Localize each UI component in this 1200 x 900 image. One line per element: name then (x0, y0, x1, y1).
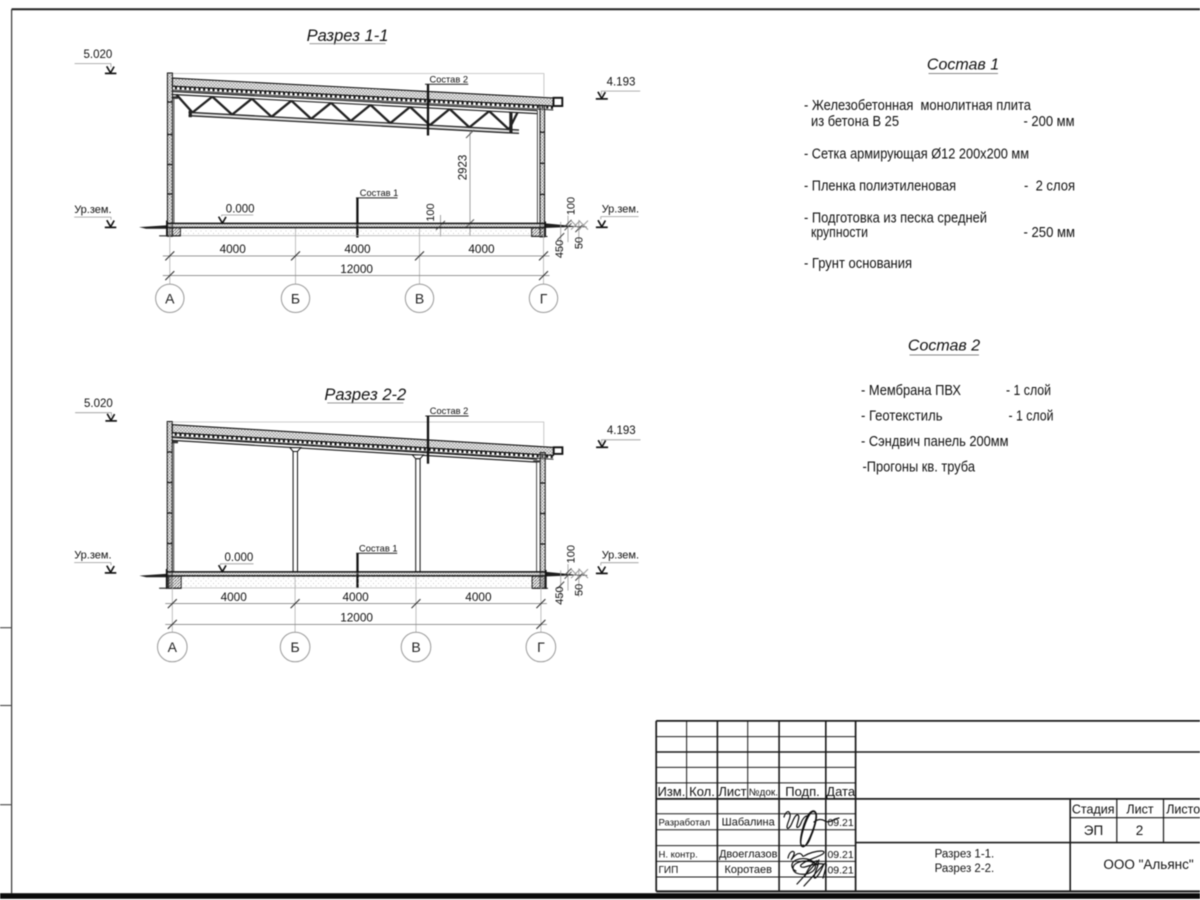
svg-text:Н. контр.: Н. контр. (659, 850, 698, 861)
svg-text:А: А (165, 290, 175, 306)
svg-text:Шабалина: Шабалина (722, 817, 776, 829)
svg-text:- 1 слой: - 1 слой (1009, 408, 1054, 425)
svg-text:2923: 2923 (458, 155, 470, 181)
svg-text:50: 50 (573, 237, 585, 249)
svg-text:5.020: 5.020 (84, 49, 113, 61)
svg-text:Коротаев: Коротаев (724, 864, 772, 876)
svg-text:Г: Г (540, 290, 548, 306)
svg-text:- 1 слой: - 1 слой (1006, 382, 1051, 399)
svg-text:4.193: 4.193 (607, 76, 636, 88)
svg-text:Б: Б (291, 290, 300, 306)
svg-text:4000: 4000 (344, 242, 371, 256)
svg-text:Г: Г (537, 639, 545, 655)
svg-text:12000: 12000 (340, 262, 373, 276)
svg-text:В: В (411, 639, 420, 655)
svg-text:- 200 мм: - 200 мм (1024, 113, 1075, 130)
svg-text:09.21: 09.21 (827, 817, 853, 829)
svg-text:В: В (415, 290, 424, 306)
svg-text:из бетона В 25: из бетона В 25 (811, 113, 899, 130)
svg-text:- 2 слоя: - 2 слоя (1024, 178, 1075, 195)
svg-text:Состав 2: Состав 2 (430, 74, 469, 84)
svg-text:Состав 1: Состав 1 (360, 188, 399, 198)
svg-text:- Железобетонная монолитная п: - Железобетонная монолитная плита (804, 97, 1032, 114)
svg-text:Ур.зем.: Ур.зем. (74, 549, 111, 561)
svg-text:Лист: Лист (1126, 803, 1153, 817)
svg-text:12000: 12000 (340, 611, 373, 625)
svg-text:Ур.зем.: Ур.зем. (74, 204, 111, 216)
svg-text:крупности: крупности (811, 224, 868, 241)
svg-text:- Геотекстиль: - Геотекстиль (861, 408, 943, 425)
svg-text:- Грунт основания: - Грунт основания (804, 255, 912, 272)
svg-text:Б: Б (291, 639, 300, 655)
svg-text:Лист: Лист (718, 784, 746, 799)
svg-text:100: 100 (425, 203, 437, 221)
svg-text:100: 100 (566, 545, 578, 563)
svg-text:Разрез 2-2.: Разрез 2-2. (935, 863, 995, 875)
svg-text:Двоеглазов: Двоеглазов (719, 849, 778, 861)
svg-text:Изм.: Изм. (657, 784, 685, 799)
svg-text:09.21: 09.21 (827, 865, 853, 877)
svg-text:Разрез 2-2: Разрез 2-2 (324, 386, 406, 404)
svg-text:4000: 4000 (220, 242, 247, 256)
svg-text:4.193: 4.193 (607, 425, 636, 437)
svg-text:-Прогоны кв. труба: -Прогоны кв. труба (863, 459, 976, 476)
svg-text:- Сетка армирующая Ø12 200х200: - Сетка армирующая Ø12 200х200 мм (804, 146, 1029, 163)
svg-text:Подп.: Подп. (785, 784, 820, 799)
svg-text:Кол.: Кол. (689, 784, 715, 799)
svg-text:ГИП: ГИП (659, 865, 679, 876)
svg-text:- Сэндвич панель 200мм: - Сэндвич панель 200мм (861, 433, 1009, 450)
svg-text:4000: 4000 (465, 590, 492, 604)
svg-text:- Пленка полиэтиленовая: - Пленка полиэтиленовая (804, 178, 956, 195)
svg-text:Разработал: Разработал (659, 818, 711, 829)
svg-text:09.21: 09.21 (827, 849, 853, 861)
svg-text:№док.: №док. (749, 788, 778, 799)
svg-text:0.000: 0.000 (226, 204, 255, 216)
svg-text:- 250 мм: - 250 мм (1024, 224, 1076, 241)
svg-text:Состав 2: Состав 2 (430, 406, 469, 416)
svg-text:- Мембрана ПВХ: - Мембрана ПВХ (861, 382, 961, 399)
svg-text:А: А (168, 639, 178, 655)
svg-text:ООО "Альянс": ООО "Альянс" (1103, 857, 1193, 872)
svg-text:450: 450 (554, 240, 566, 258)
svg-text:Разрез 1-1: Разрез 1-1 (307, 27, 389, 45)
svg-text:Дата: Дата (826, 784, 856, 799)
svg-text:Листов: Листов (1166, 803, 1200, 817)
svg-text:4000: 4000 (221, 590, 248, 604)
svg-text:Ур.зем.: Ур.зем. (602, 204, 639, 216)
svg-text:Стадия: Стадия (1072, 803, 1115, 817)
svg-text:50: 50 (573, 584, 585, 596)
svg-text:0.000: 0.000 (225, 552, 254, 564)
svg-text:Состав 1: Состав 1 (927, 57, 999, 74)
svg-text:100: 100 (566, 197, 578, 215)
svg-text:2: 2 (1136, 823, 1144, 838)
svg-text:4000: 4000 (468, 242, 495, 256)
svg-text:ЭП: ЭП (1084, 823, 1103, 838)
svg-text:450: 450 (554, 586, 566, 604)
svg-text:Состав 1: Состав 1 (359, 544, 398, 554)
svg-text:4000: 4000 (342, 590, 369, 604)
svg-text:Состав 2: Состав 2 (908, 338, 980, 355)
svg-text:5.020: 5.020 (84, 398, 113, 410)
svg-text:- Подготовка из песка средней: - Подготовка из песка средней (804, 210, 987, 227)
svg-text:Разрез 1-1.: Разрез 1-1. (935, 849, 995, 861)
svg-text:Ур.зем.: Ур.зем. (602, 550, 639, 562)
